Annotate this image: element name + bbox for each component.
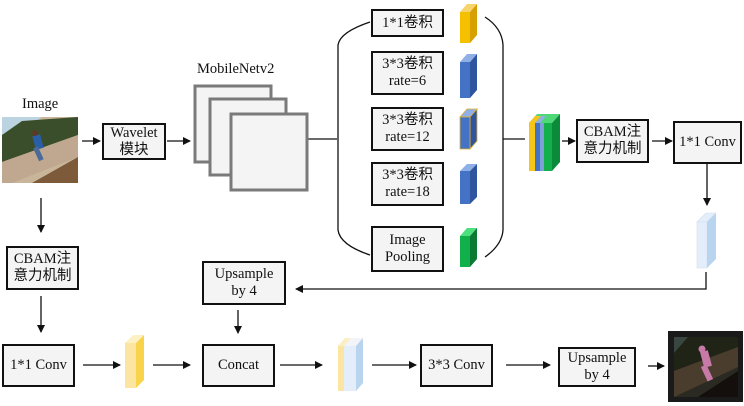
feature-light-yellow	[125, 335, 144, 388]
aspp-right-bracket	[484, 16, 504, 258]
aspp-1x1-conv-box: 1*1卷积	[371, 9, 444, 37]
aspp-rate6-box: 3*3卷积 rate=6	[371, 51, 444, 95]
concat-box: Concat	[202, 344, 275, 387]
cbam-attention-top-box: CBAM注 意力机制	[576, 119, 649, 163]
aspp-pool-line-1: Image	[389, 232, 426, 248]
cbam-attention-left-box: CBAM注 意力机制	[6, 246, 79, 290]
conv1x1-left-text: 1*1 Conv	[10, 357, 67, 373]
feature-light-blue	[696, 212, 717, 269]
upsample-mid-box: Upsample by 4	[202, 261, 286, 305]
feature-blue-r6	[460, 54, 477, 98]
upsample-mid-line-1: Upsample	[214, 266, 274, 282]
upsample-out-line-1: Upsample	[567, 350, 627, 366]
cbam-top-line-1: CBAM注	[583, 124, 642, 140]
conv1x1-top-text: 1*1 Conv	[679, 134, 736, 150]
aspp-pool-line-2: Pooling	[384, 249, 431, 265]
feature-stack-concat	[529, 114, 560, 171]
aspp-image-pooling-box: Image Pooling	[371, 226, 444, 272]
wavelet-line-2: 模块	[119, 141, 149, 158]
mobilenet-layer-3	[229, 112, 309, 192]
cbam-left-line-1: CBAM注	[13, 251, 72, 267]
aspp-left-bracket	[337, 21, 371, 256]
aspp-rate6-line-2: rate=6	[388, 73, 427, 89]
feature-concat-output	[338, 338, 363, 391]
conv1x1-top-box: 1*1 Conv	[673, 121, 742, 164]
cbam-left-line-2: 意力机制	[13, 268, 72, 284]
feature-yellow-1x1	[460, 4, 477, 43]
aspp-rate18-line-2: rate=18	[385, 184, 430, 200]
aspp-1x1-text: 1*1卷积	[382, 14, 433, 31]
output-segmentation-image	[668, 331, 743, 402]
aspp-rate12-line-1: 3*3卷积	[382, 112, 433, 128]
aspp-rate18-box: 3*3卷积 rate=18	[371, 162, 444, 206]
wavelet-module-box: Wavelet 模块	[102, 123, 166, 160]
conv1x1-left-box: 1*1 Conv	[2, 344, 75, 387]
concat-text: Concat	[217, 357, 260, 373]
arrow-feature-upsample	[295, 272, 707, 293]
feature-blue-r18	[460, 164, 477, 204]
upsample-out-line-2: by 4	[584, 367, 610, 383]
conv3x3-box: 3*3 Conv	[420, 344, 493, 387]
aspp-rate18-line-1: 3*3卷积	[382, 167, 433, 183]
aspp-rate12-line-2: rate=12	[385, 129, 430, 145]
input-image-label: Image	[22, 96, 59, 112]
cbam-top-line-2: 意力机制	[583, 141, 642, 157]
mobilenet-label: MobileNetv2	[197, 61, 275, 77]
aspp-rate6-line-1: 3*3卷积	[382, 56, 433, 72]
upsample-out-box: Upsample by 4	[558, 347, 636, 387]
feature-green-pooling	[460, 228, 477, 267]
aspp-rate12-box: 3*3卷积 rate=12	[371, 107, 444, 151]
wavelet-line-1: Wavelet	[110, 124, 158, 141]
conv3x3-text: 3*3 Conv	[428, 357, 485, 373]
input-image	[2, 117, 78, 183]
upsample-mid-line-2: by 4	[231, 283, 257, 299]
feature-blue-r12	[459, 107, 478, 151]
